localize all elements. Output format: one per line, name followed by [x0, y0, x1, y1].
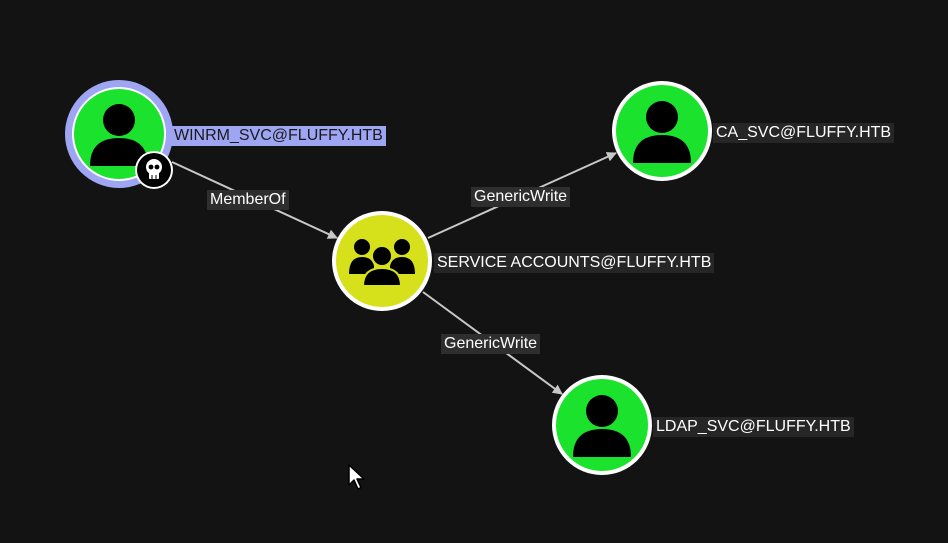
node-ca-svc[interactable]: [612, 81, 712, 181]
group-icon: [349, 239, 415, 287]
node-label-ldap-svc[interactable]: LDAP_SVC@FLUFFY.HTB: [653, 417, 854, 437]
node-label-ca-svc[interactable]: CA_SVC@FLUFFY.HTB: [713, 123, 895, 143]
node-ldap-svc[interactable]: [552, 375, 652, 475]
edge-label-memberof[interactable]: MemberOf: [207, 190, 289, 210]
mouse-pointer-icon: [348, 464, 365, 490]
node-winrm-svc[interactable]: [65, 80, 173, 189]
user-icon: [633, 101, 691, 163]
node-label-service-accounts[interactable]: SERVICE ACCOUNTS@FLUFFY.HTB: [434, 253, 715, 273]
edge-label-genericwrite-ca[interactable]: GenericWrite: [471, 187, 571, 207]
node-label-winrm-svc[interactable]: WINRM_SVC@FLUFFY.HTB: [171, 126, 386, 146]
user-icon: [90, 104, 148, 166]
user-icon: [573, 395, 631, 457]
skull-icon: [135, 151, 173, 189]
node-service-accounts[interactable]: [332, 211, 432, 311]
edge-label-genericwrite-ldap[interactable]: GenericWrite: [441, 334, 541, 354]
